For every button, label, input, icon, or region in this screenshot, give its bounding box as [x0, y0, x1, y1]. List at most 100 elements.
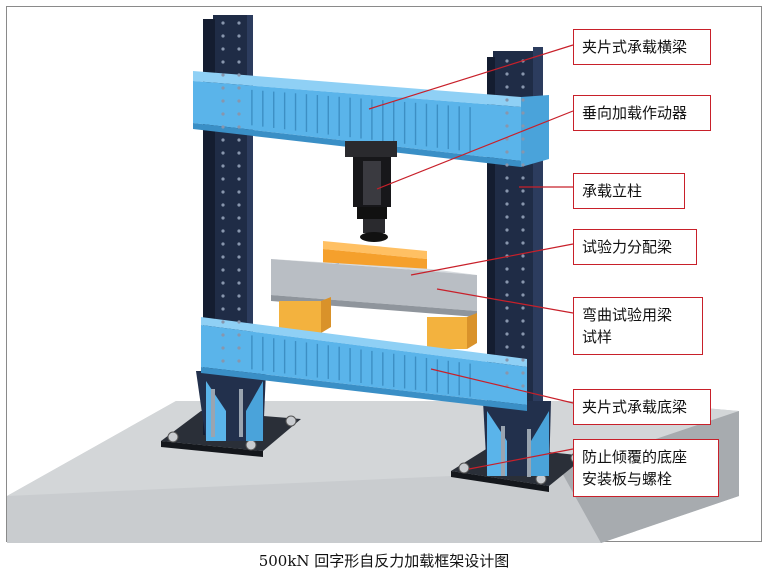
- bolt-hole: [221, 307, 225, 311]
- bolt-hole: [237, 229, 241, 233]
- bolt-hole: [237, 203, 241, 207]
- bolt-hole: [505, 319, 509, 323]
- callout-actuator: 垂向加载作动器: [573, 95, 711, 131]
- bolt-hole: [505, 59, 509, 63]
- top-beam: [193, 71, 549, 167]
- bolt-hole: [521, 267, 525, 271]
- bolt-hole: [237, 138, 241, 142]
- bolt-hole: [237, 320, 241, 324]
- bolt-hole: [221, 73, 225, 77]
- bolt-hole: [505, 306, 509, 310]
- right-column-foot: [483, 401, 551, 477]
- bolt-hole: [221, 255, 225, 259]
- bolt-hole: [521, 189, 525, 193]
- bolt-hole: [521, 280, 525, 284]
- bolt-hole: [221, 216, 225, 220]
- bolt-hole: [221, 34, 225, 38]
- bolt-hole: [221, 190, 225, 194]
- bolt-hole: [237, 47, 241, 51]
- bolt-hole: [505, 98, 509, 102]
- bolt-hole: [221, 242, 225, 246]
- bolt-hole: [221, 333, 225, 337]
- bolt-hole: [505, 189, 509, 193]
- bolt-hole: [521, 228, 525, 232]
- bolt-hole: [505, 371, 509, 375]
- bolt-hole: [237, 216, 241, 220]
- specimen-supports: [279, 297, 477, 349]
- bolt-hole: [521, 98, 525, 102]
- bolt-hole: [521, 215, 525, 219]
- column-bolt-holes: [221, 21, 525, 388]
- bolt-hole: [221, 151, 225, 155]
- label-column: 承载立柱: [582, 182, 643, 200]
- bolt-hole: [221, 320, 225, 324]
- callout-distribution-beam: 试验力分配梁: [573, 229, 697, 265]
- bolt-hole: [505, 215, 509, 219]
- bolt-hole: [521, 293, 525, 297]
- bolt-hole: [237, 294, 241, 298]
- bolt-hole: [505, 228, 509, 232]
- bolt-hole: [221, 99, 225, 103]
- bolt-hole: [521, 241, 525, 245]
- left-column-foot: [196, 371, 266, 441]
- label-base-line1: 防止倾覆的底座: [582, 448, 688, 466]
- bolt-hole: [221, 21, 225, 25]
- callout-bottom-beam: 夹片式承载底梁: [573, 389, 711, 425]
- bolt-hole: [521, 176, 525, 180]
- bolt-hole: [521, 137, 525, 141]
- bolt-hole: [521, 345, 525, 349]
- bolt-hole: [505, 293, 509, 297]
- bolt-hole: [221, 294, 225, 298]
- bolt-hole: [221, 138, 225, 142]
- bottom-beam-stiffeners: [251, 335, 471, 397]
- callout-column: 承载立柱: [573, 173, 685, 209]
- bolt-hole: [221, 359, 225, 363]
- label-distribution-beam: 试验力分配梁: [582, 238, 673, 256]
- label-top-beam: 夹片式承载横梁: [582, 38, 688, 56]
- bolt-hole: [221, 268, 225, 272]
- bolt-hole: [505, 72, 509, 76]
- bolt-hole: [521, 85, 525, 89]
- bolt-hole: [521, 306, 525, 310]
- bolt-hole: [505, 85, 509, 89]
- bolt-hole: [505, 150, 509, 154]
- bolt-hole: [237, 60, 241, 64]
- bolt-hole: [237, 190, 241, 194]
- callout-specimen: 弯曲试验用梁 试样: [573, 297, 703, 355]
- figure-caption: 500kN 回字形自反力加载框架设计图: [258, 552, 510, 570]
- bolt-hole: [237, 333, 241, 337]
- bolt-hole: [237, 99, 241, 103]
- bolt-hole: [521, 150, 525, 154]
- bolt-hole: [521, 371, 525, 375]
- bolt-hole: [237, 255, 241, 259]
- bolt-hole: [521, 254, 525, 258]
- bolt-hole: [221, 177, 225, 181]
- callout-top-beam: 夹片式承载横梁: [573, 29, 711, 65]
- bolt-hole: [221, 164, 225, 168]
- bolt-hole: [237, 21, 241, 25]
- bolt-hole: [505, 111, 509, 115]
- bolt-hole: [237, 164, 241, 168]
- bolt-hole: [521, 72, 525, 76]
- bolt-hole: [521, 124, 525, 128]
- bolt-hole: [237, 125, 241, 129]
- bolt-hole: [221, 112, 225, 116]
- bolt-hole: [505, 124, 509, 128]
- bolt-hole: [521, 358, 525, 362]
- frame-diagram: [7, 15, 739, 543]
- bolt-hole: [237, 151, 241, 155]
- bolt-hole: [505, 358, 509, 362]
- bolt-hole: [221, 47, 225, 51]
- bolt-hole: [521, 202, 525, 206]
- callout-base: 防止倾覆的底座 安装板与螺栓: [573, 439, 719, 497]
- bolt-hole: [521, 384, 525, 388]
- bolt-hole: [505, 176, 509, 180]
- bolt-hole: [521, 319, 525, 323]
- label-actuator: 垂向加载作动器: [582, 104, 688, 122]
- bolt-hole: [505, 267, 509, 271]
- label-bottom-beam: 夹片式承载底梁: [582, 398, 688, 416]
- bolt-hole: [237, 307, 241, 311]
- top-beam-stiffeners: [251, 89, 471, 152]
- bolt-hole: [221, 281, 225, 285]
- bolt-hole: [237, 73, 241, 77]
